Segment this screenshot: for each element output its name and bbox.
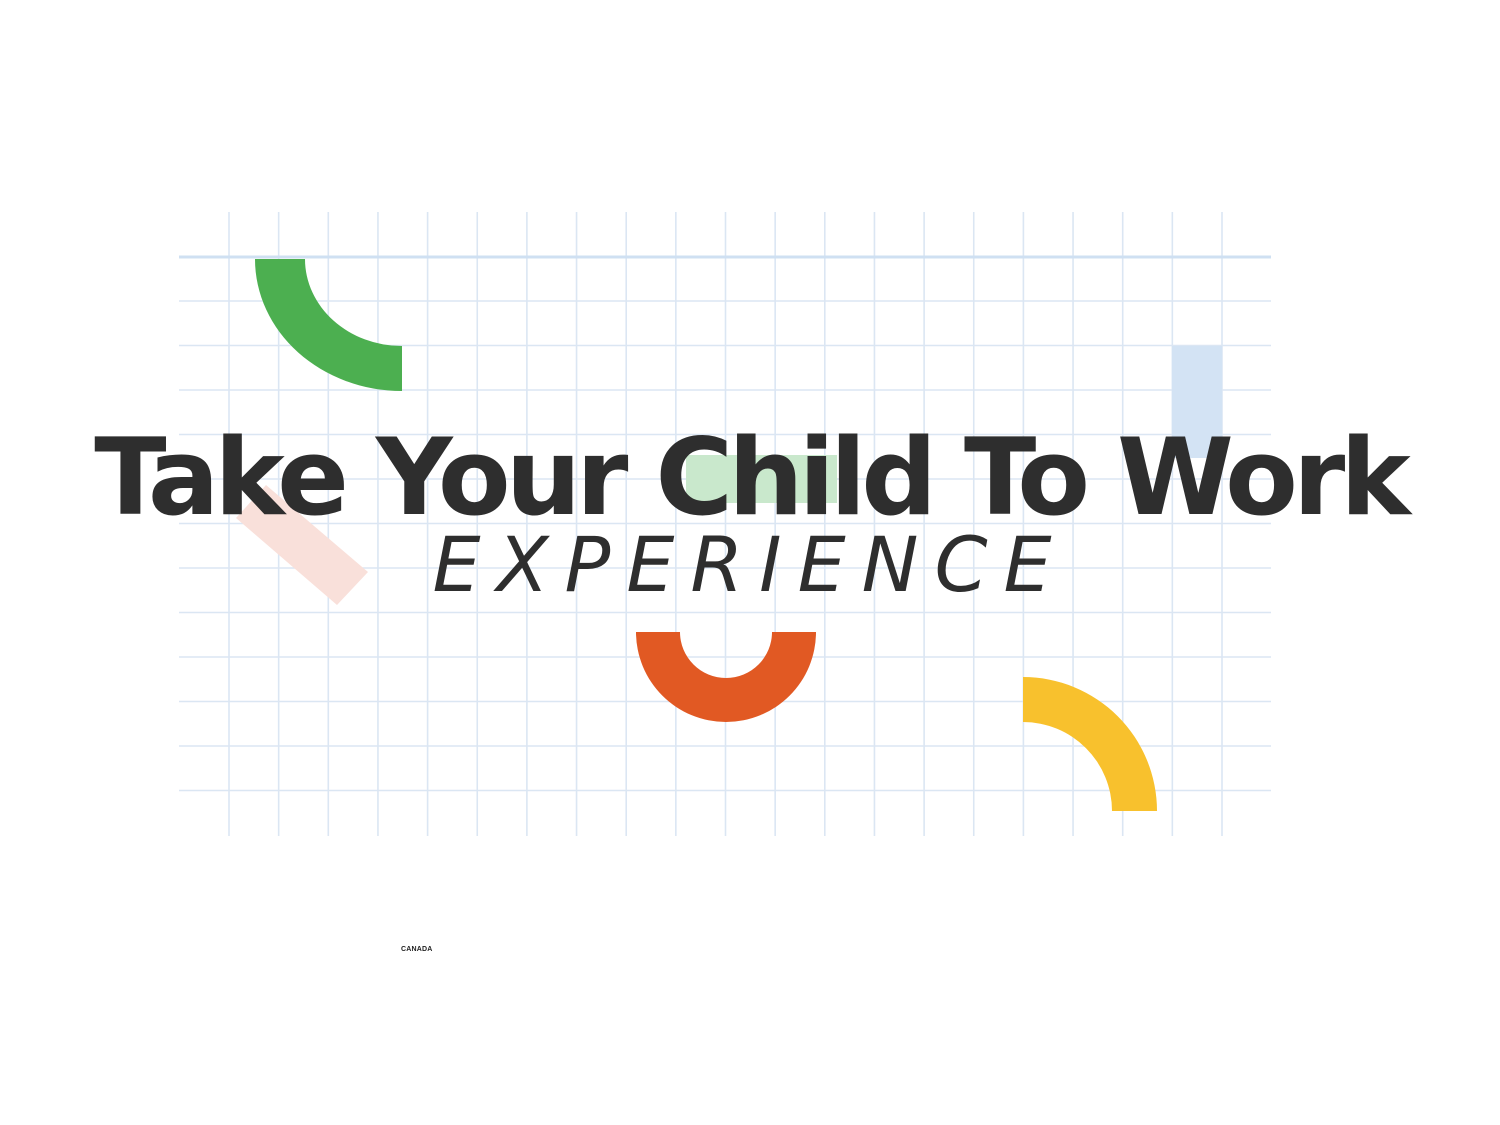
blue-rectangle-shape [1172,346,1222,458]
pink-diagonal-bar-shape [236,485,368,605]
page-title: Take Your Child To Work [94,416,1411,539]
light-green-rectangle-shape [686,455,837,503]
page-subtitle: EXPERIENCE [432,520,1068,609]
footer-country-label: CANADA [401,946,433,953]
yellow-arc-shape [1023,677,1157,811]
orange-half-ring-shape [636,632,816,722]
green-arc-shape [255,259,402,391]
